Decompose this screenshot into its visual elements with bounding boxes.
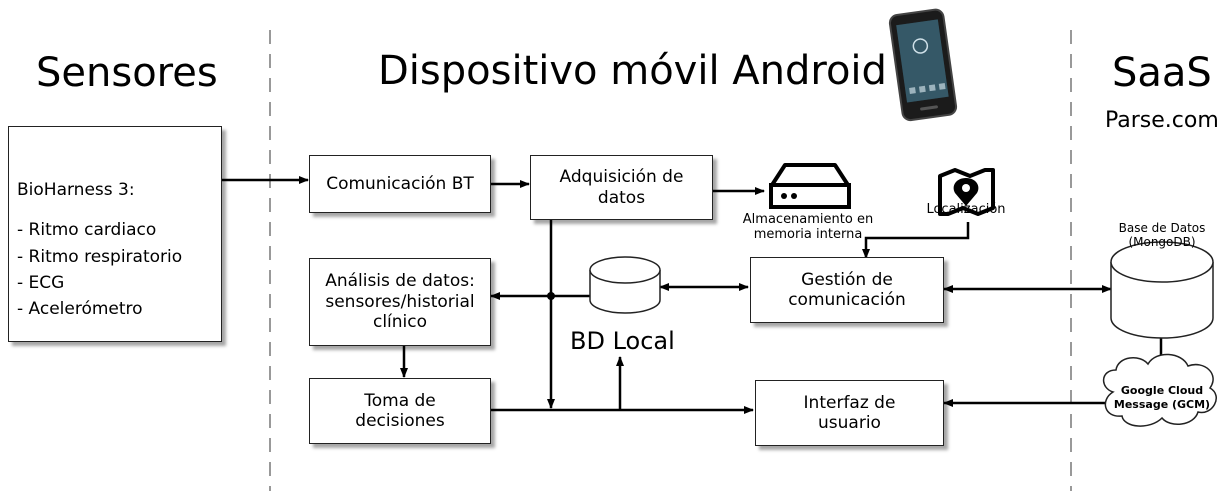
hard-drive-icon: [769, 163, 851, 209]
sensor-item: - Ritmo cardiaco: [17, 220, 157, 241]
bioharness-title: BioHarness 3:: [17, 180, 135, 200]
toma-decisiones-box: Toma de decisiones: [309, 378, 491, 444]
box-label: Comunicación BT: [326, 173, 474, 194]
box-label: Análisis de datos:: [325, 271, 475, 292]
arrow-localizacion-to-gestion: [862, 222, 970, 259]
bd-local-label: BD Local: [570, 327, 675, 355]
bioharness-box: BioHarness 3: - Ritmo cardiaco - Ritmo r…: [8, 126, 222, 342]
label-line: Almacenamiento en: [742, 212, 874, 227]
comunicacion-bt-box: Comunicación BT: [309, 155, 491, 213]
base-datos-label: Base de Datos (MongoDB): [1100, 221, 1221, 250]
box-label: clínico: [372, 312, 428, 333]
sensor-item: - Ritmo respiratorio: [17, 246, 183, 267]
box-label: Gestión de: [801, 269, 893, 290]
map-pin-icon: [938, 168, 995, 216]
gcm-label: Google Cloud Message (GCM): [1112, 384, 1212, 413]
label-line: (MongoDB): [1128, 234, 1196, 249]
mongodb-cylinder: [1110, 241, 1214, 339]
section-title-saas: SaaS: [1112, 50, 1212, 96]
box-label: usuario: [818, 413, 881, 433]
box-label: comunicación: [788, 290, 906, 310]
localizacion-label: Localización: [926, 202, 1006, 217]
section-subtitle-parse: Parse.com: [1105, 108, 1219, 133]
interfaz-usuario-box: Interfaz de usuario: [755, 380, 944, 446]
section-title-sensores: Sensores: [36, 50, 218, 96]
smartphone-icon: [888, 8, 958, 122]
sensor-item: - Acelerómetro: [17, 299, 143, 320]
box-label: sensores/historial: [325, 291, 475, 312]
label-line: Google Cloud: [1120, 384, 1204, 397]
bd-local-cylinder: [589, 256, 661, 314]
section-title-android: Dispositivo móvil Android: [378, 48, 887, 94]
analisis-box: Análisis de datos: sensores/historial cl…: [309, 258, 491, 346]
label-line: Base de Datos: [1118, 221, 1206, 235]
adquisicion-box: Adquisición de datos: [530, 155, 713, 220]
box-label: Interfaz de: [803, 392, 896, 413]
box-label: Toma de: [364, 390, 436, 411]
gcm-cloud: [1102, 353, 1217, 427]
box-label: Adquisición de: [559, 167, 684, 188]
sensor-item: - ECG: [17, 273, 65, 294]
gestion-comunicacion-box: Gestión de comunicación: [750, 257, 944, 323]
label-line: Message (GCM): [1113, 398, 1211, 412]
label-line: memoria interna: [753, 226, 863, 242]
almacenamiento-label: Almacenamiento en memoria interna: [733, 212, 883, 243]
box-label: decisiones: [355, 411, 445, 431]
box-label: datos: [597, 187, 646, 208]
